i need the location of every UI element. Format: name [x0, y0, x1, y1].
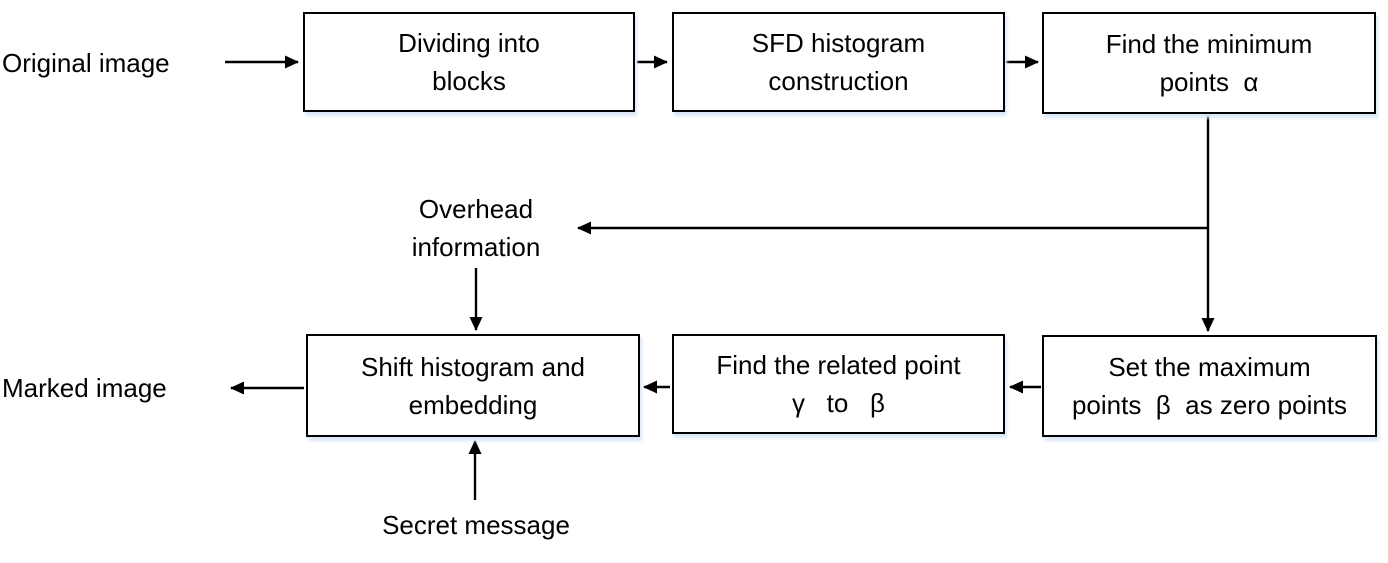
node-set-maximum-points-label: Set the maximum points β as zero points — [1071, 352, 1348, 420]
node-set-maximum-points: Set the maximum points β as zero points — [1042, 335, 1377, 437]
node-shift-histogram-embedding: Shift histogram and embedding — [306, 334, 640, 437]
label-marked-image: Marked image — [2, 373, 167, 403]
node-find-related-point-label: Find the related point γ to β — [716, 350, 961, 418]
node-sfd-histogram-construction-label: SFD histogram construction — [751, 28, 926, 96]
node-find-minimum-points-label: Find the minimum points α — [1105, 29, 1313, 97]
node-dividing-into-blocks-label: Dividing into blocks — [398, 28, 540, 96]
label-overhead-information: Overhead information — [411, 194, 541, 262]
node-find-related-point: Find the related point γ to β — [672, 334, 1005, 434]
node-sfd-histogram-construction: SFD histogram construction — [672, 12, 1005, 112]
label-original-image: Original image — [2, 48, 170, 78]
label-secret-message: Secret message — [382, 510, 570, 540]
node-shift-histogram-embedding-label: Shift histogram and embedding — [360, 351, 585, 420]
node-find-minimum-points: Find the minimum points α — [1042, 12, 1376, 114]
node-dividing-into-blocks: Dividing into blocks — [303, 12, 635, 112]
